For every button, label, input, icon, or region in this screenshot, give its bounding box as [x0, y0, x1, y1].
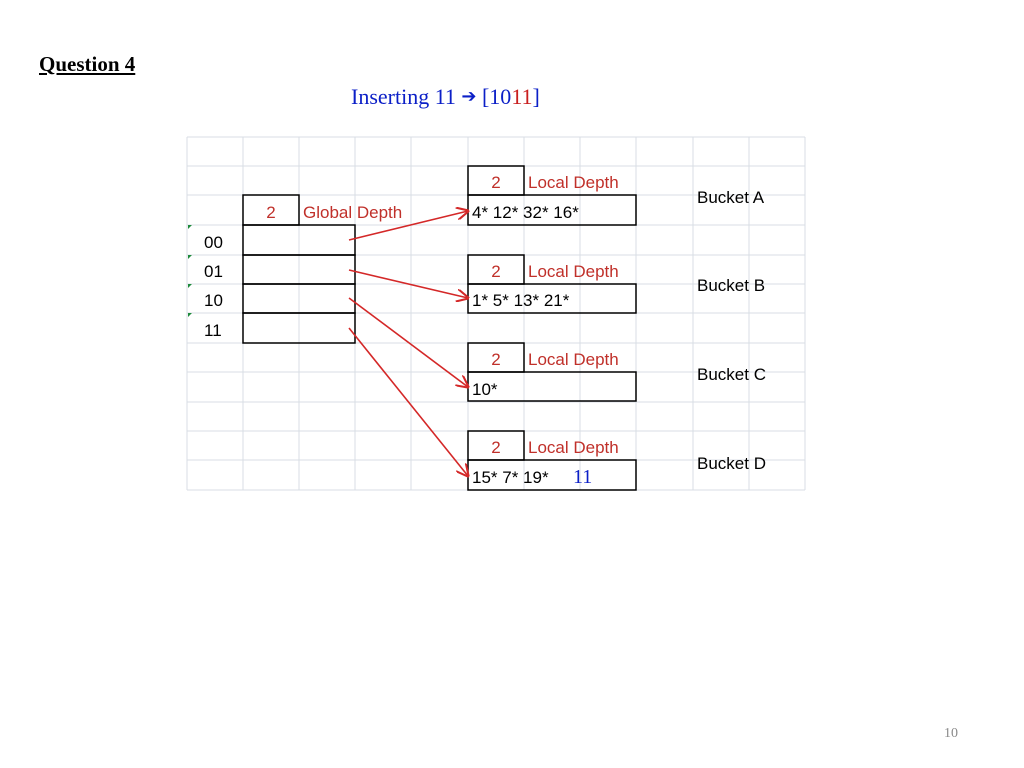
- bucket-contents: 4* 12* 32* 16*: [472, 203, 579, 222]
- directory-key: 10: [204, 291, 223, 310]
- bucket-a: 2 Local Depth 4* 12* 32* 16* Bucket A: [467, 165, 765, 226]
- bucket-name: Bucket D: [697, 454, 766, 473]
- pointer-arrow-10-to-c: [348, 297, 468, 387]
- local-depth-label: Local Depth: [528, 173, 619, 192]
- pointer-arrows: [348, 211, 468, 476]
- bucket-b: 2 Local Depth 1* 5* 13* 21* Bucket B: [467, 254, 765, 314]
- directory-key: 01: [204, 262, 223, 281]
- bucket-name: Bucket C: [697, 365, 766, 384]
- directory: 2 Global Depth 00 01 10 11: [188, 194, 402, 344]
- caption-prefix: Inserting 11: [351, 84, 462, 109]
- bucket-d: 2 Local Depth 15* 7* 19* 11 Bucket D: [467, 430, 766, 491]
- global-depth-label: Global Depth: [303, 203, 402, 222]
- bucket-c: 2 Local Depth 10* Bucket C: [467, 342, 766, 402]
- pointer-arrow-01-to-b: [348, 269, 468, 298]
- directory-entry-01: 01: [188, 254, 356, 285]
- insertion-caption: Inserting 11 ➔ [1011]: [351, 84, 540, 110]
- question-title: Question 4: [39, 52, 136, 76]
- local-depth-value: 2: [491, 173, 500, 192]
- local-depth-label: Local Depth: [528, 262, 619, 281]
- caption-hash-bits: 11: [511, 84, 533, 109]
- cell-marker-icon: [188, 313, 192, 317]
- bucket-name: Bucket B: [697, 276, 765, 295]
- cell-marker-icon: [188, 255, 192, 259]
- pointer-arrow-00-to-a: [348, 211, 468, 241]
- inserted-key: 11: [573, 466, 592, 488]
- directory-pointer-cell: [242, 312, 356, 344]
- directory-key: 00: [204, 233, 223, 252]
- directory-entry-10: 10: [188, 283, 356, 314]
- local-depth-value: 2: [491, 262, 500, 281]
- directory-entry-00: 00: [188, 224, 356, 256]
- local-depth-label: Local Depth: [528, 438, 619, 457]
- caption-bracket-close: ]: [532, 84, 540, 109]
- bucket-contents: 15* 7* 19*: [472, 468, 549, 487]
- bucket-contents: 10*: [472, 380, 498, 399]
- directory-key: 11: [204, 321, 222, 340]
- page-number: 10: [944, 726, 958, 741]
- cell-marker-icon: [188, 284, 192, 288]
- local-depth-label: Local Depth: [528, 350, 619, 369]
- bucket-name: Bucket A: [697, 188, 765, 207]
- right-arrow-icon: ➔: [461, 86, 477, 107]
- bucket-contents: 1* 5* 13* 21*: [472, 291, 570, 310]
- local-depth-value: 2: [491, 438, 500, 457]
- global-depth-value: 2: [266, 203, 275, 222]
- directory-entry-11: 11: [188, 312, 356, 344]
- cell-marker-icon: [188, 225, 192, 229]
- pointer-arrow-11-to-d: [348, 327, 468, 476]
- caption-bracket-open: [10: [476, 84, 512, 109]
- local-depth-value: 2: [491, 350, 500, 369]
